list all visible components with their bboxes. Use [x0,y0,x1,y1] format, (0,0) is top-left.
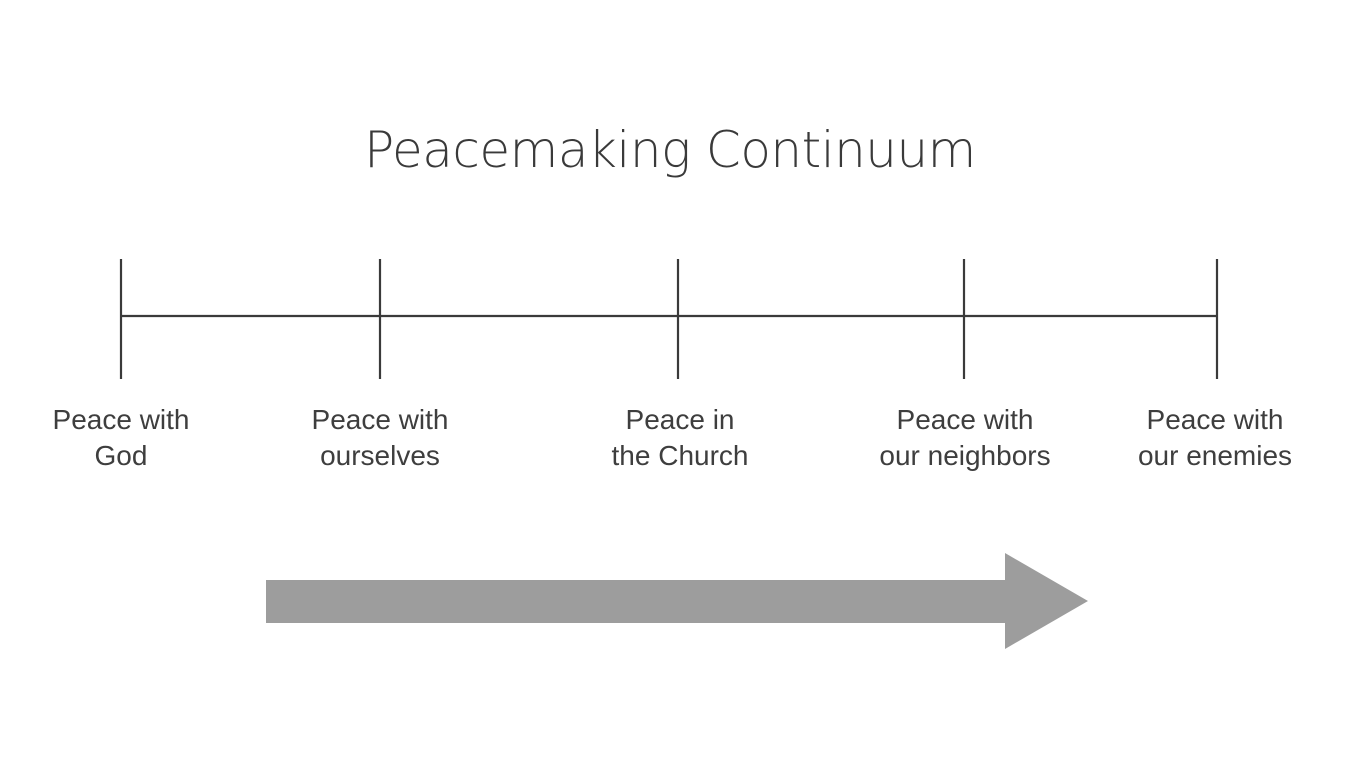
stage-label-line: Peace with [52,404,190,435]
stage-label-church: Peace in the Church [560,402,800,474]
stage-label-line: ourselves [320,440,440,471]
stage-label-neighbors: Peace with our neighbors [845,402,1085,474]
stage-label-line: Peace in [625,404,735,435]
page-title: Peacemaking Continuum [364,121,976,179]
stage-label-line: the Church [611,440,749,471]
stage-label-line: Peace with [311,404,449,435]
stage-label-enemies: Peace with our enemies [1095,402,1335,474]
stage-label-god: Peace with God [1,402,241,474]
stage-label-line: Peace with [896,404,1034,435]
stage-label-line: Peace with [1146,404,1284,435]
stage-label-line: our neighbors [879,440,1051,471]
stage-label-line: our enemies [1137,440,1293,471]
stage-label-ourselves: Peace with ourselves [260,402,500,474]
progress-arrow [266,553,1088,649]
stage-label-line: God [94,440,148,471]
